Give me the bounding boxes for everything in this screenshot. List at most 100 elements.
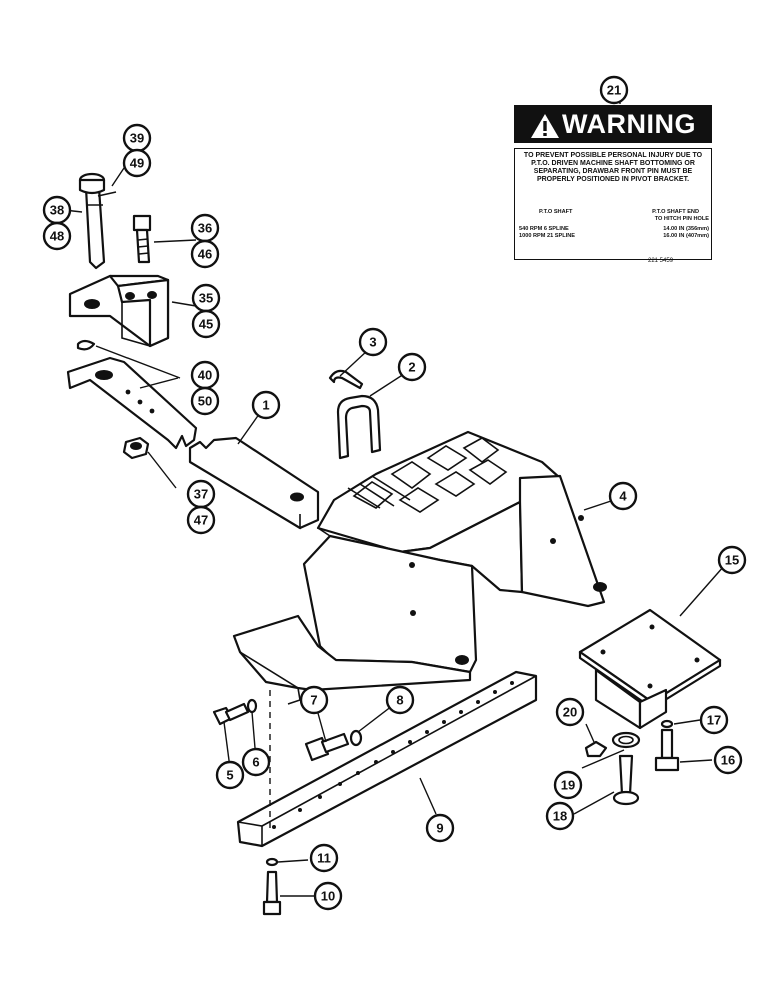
callout-48: 48 xyxy=(42,221,72,251)
bolt-5 xyxy=(212,702,250,726)
svg-text:4: 4 xyxy=(619,489,627,504)
callout-35: 35 xyxy=(191,283,221,313)
warning-table-row-1: 540 RPM 6 SPLINE 14.00 IN (356mm) xyxy=(519,226,709,233)
warning-table-row-2: 1000 RPM 21 SPLINE 16.00 IN (407mm) xyxy=(519,233,709,240)
callout-38: 38 xyxy=(42,195,72,225)
svg-text:15: 15 xyxy=(725,553,739,568)
svg-text:39: 39 xyxy=(130,131,144,146)
callout-19: 19 xyxy=(553,770,583,800)
svg-text:47: 47 xyxy=(194,513,208,528)
callout-39: 39 xyxy=(122,123,152,153)
callout-10: 10 xyxy=(313,881,343,911)
svg-text:37: 37 xyxy=(194,487,208,502)
bolt-10 xyxy=(262,870,282,916)
callout-36: 36 xyxy=(190,213,220,243)
svg-text:1: 1 xyxy=(262,398,269,413)
callout-11: 11 xyxy=(309,843,339,873)
warning-message: TO PREVENT POSSIBLE PERSONAL INJURY DUE … xyxy=(523,152,703,183)
callout-16: 16 xyxy=(713,745,743,775)
warning-title: WARNING xyxy=(562,109,696,139)
callout-50: 50 xyxy=(190,386,220,416)
svg-text:35: 35 xyxy=(199,291,213,306)
svg-text:36: 36 xyxy=(198,221,212,236)
washer-8 xyxy=(349,729,363,747)
callout-49: 49 xyxy=(122,148,152,178)
svg-text:46: 46 xyxy=(198,247,212,262)
svg-text:50: 50 xyxy=(198,394,212,409)
row1-left: 540 RPM 6 SPLINE xyxy=(519,226,569,232)
warning-table: P.T.O SHAFT P.T.O SHAFT END TO HITCH PIN… xyxy=(519,209,709,240)
callout-47: 47 xyxy=(186,505,216,535)
warning-header: WARNING xyxy=(514,105,712,143)
callout-45: 45 xyxy=(191,309,221,339)
callout-17: 17 xyxy=(699,705,729,735)
callout-6: 6 xyxy=(241,747,271,777)
svg-text:18: 18 xyxy=(553,809,567,824)
col2-header-line2: TO HITCH PIN HOLE xyxy=(654,216,709,222)
cotter-3 xyxy=(328,369,364,390)
callout-2: 2 xyxy=(397,352,427,382)
warning-triangle-icon xyxy=(531,113,559,138)
washer-19 xyxy=(611,731,641,749)
callout-9: 9 xyxy=(425,813,455,843)
bolt-16 xyxy=(654,728,680,772)
nut-37 xyxy=(122,436,150,460)
svg-text:9: 9 xyxy=(436,821,443,836)
bolt-36 xyxy=(132,214,152,264)
col2-header-line1: P.T.O SHAFT END xyxy=(652,209,699,215)
row2-left: 1000 RPM 21 SPLINE xyxy=(519,233,575,239)
callout-15: 15 xyxy=(717,545,747,575)
svg-text:45: 45 xyxy=(199,317,213,332)
washer-11 xyxy=(265,857,279,867)
callout-1: 1 xyxy=(251,390,281,420)
svg-text:3: 3 xyxy=(369,335,376,350)
pin-38 xyxy=(78,172,117,270)
drawbar-rear-1 xyxy=(188,436,320,530)
svg-text:17: 17 xyxy=(707,713,721,728)
svg-text:2: 2 xyxy=(408,360,415,375)
bolt-7 xyxy=(304,732,350,762)
callout-46: 46 xyxy=(190,239,220,269)
svg-text:21: 21 xyxy=(607,83,621,98)
callout-37: 37 xyxy=(186,479,216,509)
washer-6 xyxy=(246,698,258,714)
mounting-plate-15 xyxy=(578,608,722,730)
clevis-block-35 xyxy=(68,274,170,348)
nut-20 xyxy=(584,740,608,758)
callout-40: 40 xyxy=(190,360,220,390)
svg-text:19: 19 xyxy=(561,778,575,793)
decal-code: 221 5459 xyxy=(648,258,674,264)
callout-5: 5 xyxy=(215,760,245,790)
row1-right: 14.00 IN (356mm) xyxy=(663,226,709,232)
callout-21: 21 xyxy=(599,75,629,105)
svg-text:38: 38 xyxy=(50,203,64,218)
u-bolt-2 xyxy=(336,394,382,460)
callout-20: 20 xyxy=(555,697,585,727)
svg-text:48: 48 xyxy=(50,229,64,244)
col1-header: P.T.O SHAFT xyxy=(539,209,573,215)
row2-right: 16.00 IN (407mm) xyxy=(663,233,709,239)
callout-18: 18 xyxy=(545,801,575,831)
svg-text:49: 49 xyxy=(130,156,144,171)
svg-text:16: 16 xyxy=(721,753,735,768)
warning-table-header2: TO HITCH PIN HOLE xyxy=(519,216,709,223)
svg-text:20: 20 xyxy=(563,705,577,720)
callout-4: 4 xyxy=(608,481,638,511)
svg-text:6: 6 xyxy=(252,755,259,770)
svg-text:7: 7 xyxy=(310,693,317,708)
pivot-bracket-4 xyxy=(232,430,607,705)
warning-table-header: P.T.O SHAFT P.T.O SHAFT END xyxy=(519,209,709,216)
warning-body: TO PREVENT POSSIBLE PERSONAL INJURY DUE … xyxy=(514,148,712,260)
clip-40 xyxy=(76,339,96,351)
leader-lines xyxy=(63,102,725,897)
svg-text:11: 11 xyxy=(317,851,331,866)
warning-decal: WARNING TO PREVENT POSSIBLE PERSONAL INJ… xyxy=(514,105,712,260)
callout-7: 7 xyxy=(299,685,329,715)
callout-3: 3 xyxy=(358,327,388,357)
drawbar-front-50 xyxy=(66,356,198,450)
svg-text:8: 8 xyxy=(396,693,403,708)
svg-text:40: 40 xyxy=(198,368,212,383)
svg-text:5: 5 xyxy=(226,768,233,783)
callout-8: 8 xyxy=(385,685,415,715)
